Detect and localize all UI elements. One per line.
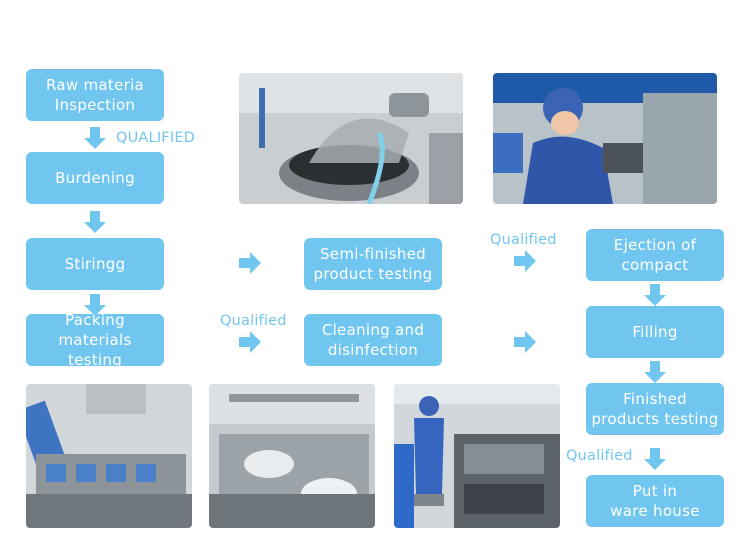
- step-label: Stiringg: [64, 255, 126, 273]
- arrow-right-icon: [239, 331, 261, 353]
- step-label: Put in ware house: [610, 482, 700, 520]
- arrow-down-icon: [84, 127, 106, 149]
- arrow-down-icon: [644, 361, 666, 383]
- qualified-label: Qualified: [220, 313, 287, 329]
- arrow-right-icon: [514, 331, 536, 353]
- arrow-right-icon: [239, 252, 261, 274]
- step-filling: Filling: [586, 306, 724, 358]
- step-label: Semi-finished product testing: [313, 245, 433, 283]
- step-stiring: Stiringg: [26, 238, 164, 290]
- qualified-label: QUALIFIED: [116, 130, 196, 146]
- step-semi-finished-testing: Semi-finished product testing: [304, 238, 442, 290]
- step-label: Finished products testing: [591, 390, 719, 428]
- packing-machine-photo: [26, 384, 192, 528]
- step-burdening: Burdening: [26, 152, 164, 204]
- cleanroom-worker-photo: [394, 384, 560, 528]
- step-put-in-warehouse: Put in ware house: [586, 475, 724, 527]
- arrow-right-icon: [514, 250, 536, 272]
- step-label: Packing materials testing: [58, 311, 132, 369]
- step-finished-products-testing: Finished products testing: [586, 383, 724, 435]
- arrow-down-icon: [84, 294, 106, 316]
- step-label: Cleaning and disinfection: [321, 321, 425, 359]
- qualified-label: Qualified: [566, 448, 633, 464]
- mixing-tank-photo: [239, 73, 463, 204]
- filling-machine-photo: [209, 384, 375, 528]
- arrow-down-icon: [84, 211, 106, 233]
- worker-assembly-photo: [493, 73, 717, 204]
- step-label: Burdening: [55, 169, 135, 187]
- step-raw-material-inspection: Raw materia Inspection: [26, 69, 164, 121]
- arrow-down-icon: [644, 284, 666, 306]
- step-packing-materials-testing: Packing materials testing: [26, 311, 164, 369]
- step-ejection-of-compact: Ejection of compact: [586, 229, 724, 281]
- step-cleaning-disinfection: Cleaning and disinfection: [304, 314, 442, 366]
- qualified-label: Qualified: [490, 232, 557, 248]
- step-label: Filling: [632, 323, 678, 341]
- step-label: Raw materia Inspection: [45, 76, 145, 114]
- step-label: Ejection of compact: [613, 236, 697, 274]
- arrow-down-icon: [644, 448, 666, 470]
